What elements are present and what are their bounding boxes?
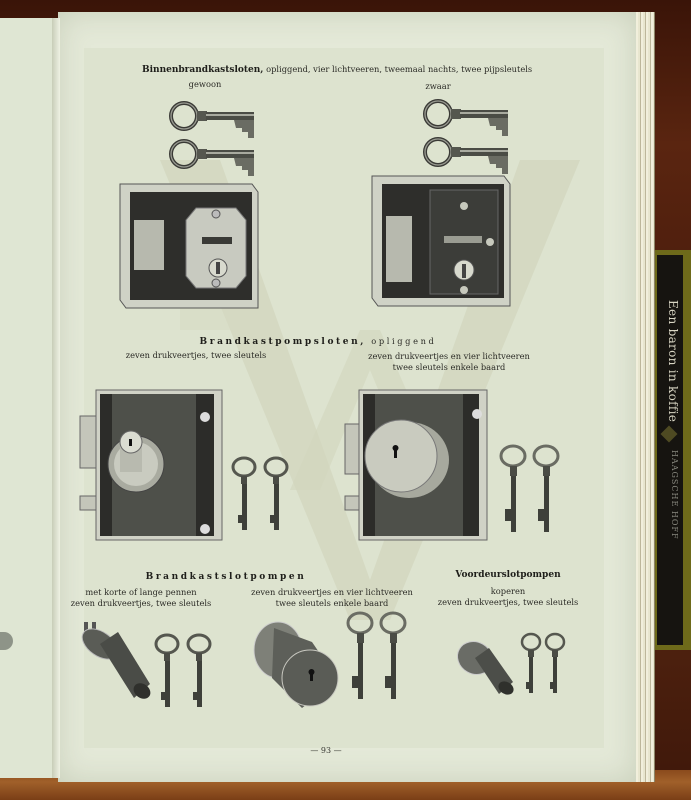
- section1-heading: Binnenbrandkastsloten, opliggend, vier l…: [142, 64, 532, 76]
- box-lock-gewoon-illustration: [119, 183, 259, 309]
- pipe-keys-pair-zwaar-icon: [423, 99, 510, 176]
- section2-title: Brandkastpompsloten,: [199, 337, 367, 347]
- variant-label-zwaar: zwaar: [425, 81, 451, 91]
- section4-line1: koperen: [490, 586, 526, 596]
- section2-heading: Brandkastpompsloten, opliggend: [200, 336, 437, 348]
- section3-item2-line1: zeven drukveertjes en vier lichtveeren: [251, 587, 413, 597]
- book-spine: [657, 255, 683, 645]
- front-door-slot-pump-illustration: [456, 640, 514, 695]
- section3-item1-line1: met korte of lange pennen: [85, 587, 197, 597]
- section3-item2-line2: twee sleutels enkele baard: [275, 598, 389, 608]
- slot-pump-pins-illustration: [81, 622, 151, 699]
- slot-pump-knob-illustration: [253, 621, 339, 708]
- section2-item1-line1: zeven drukveertjes, twee sleutels: [125, 350, 267, 360]
- book-spine-author: HAAGSCHE HOFF: [670, 450, 679, 540]
- section2-item2-line2: twee sleutels enkele baard: [392, 362, 506, 372]
- section3-title: Brandkastslotpompen: [145, 572, 307, 582]
- slot-pump-keys-pair-icon: [154, 633, 212, 709]
- section3-item1-line2: zeven drukveertjes, twee sleutels: [70, 598, 212, 608]
- front-door-keys-pair-icon: [520, 632, 566, 695]
- pipe-keys-pair-gewoon-icon: [169, 101, 256, 178]
- pump-lock-large-knob-illustration: [344, 389, 488, 541]
- bit-keys-pair-large-icon: [499, 444, 560, 534]
- slot-pump-large-keys-pair-icon: [346, 611, 407, 701]
- left-page-illustration-fragment: [0, 632, 13, 650]
- section4-title: Voordeurslotpompen: [455, 570, 561, 580]
- bit-keys-pair-icon: [231, 456, 289, 532]
- section1-title: Binnenbrandkastsloten,: [142, 65, 264, 75]
- book-gutter: [52, 18, 60, 778]
- page-number: — 93 —: [310, 746, 342, 755]
- book-spine-title: Een baron in koffie: [666, 300, 680, 423]
- left-page: [0, 18, 59, 778]
- section4-line2: zeven drukveertjes, twee sleutels: [437, 597, 579, 607]
- pump-lock-small-cylinder-illustration: [79, 389, 223, 541]
- box-lock-zwaar-illustration: [371, 175, 511, 307]
- section2-item2-line1: zeven drukveertjes en vier lichtveeren: [368, 351, 530, 361]
- section1-subtitle: opliggend, vier lichtveeren, tweemaal na…: [266, 64, 533, 74]
- section2-subtitle: opliggend: [371, 336, 437, 346]
- variant-label-gewoon: gewoon: [188, 79, 222, 89]
